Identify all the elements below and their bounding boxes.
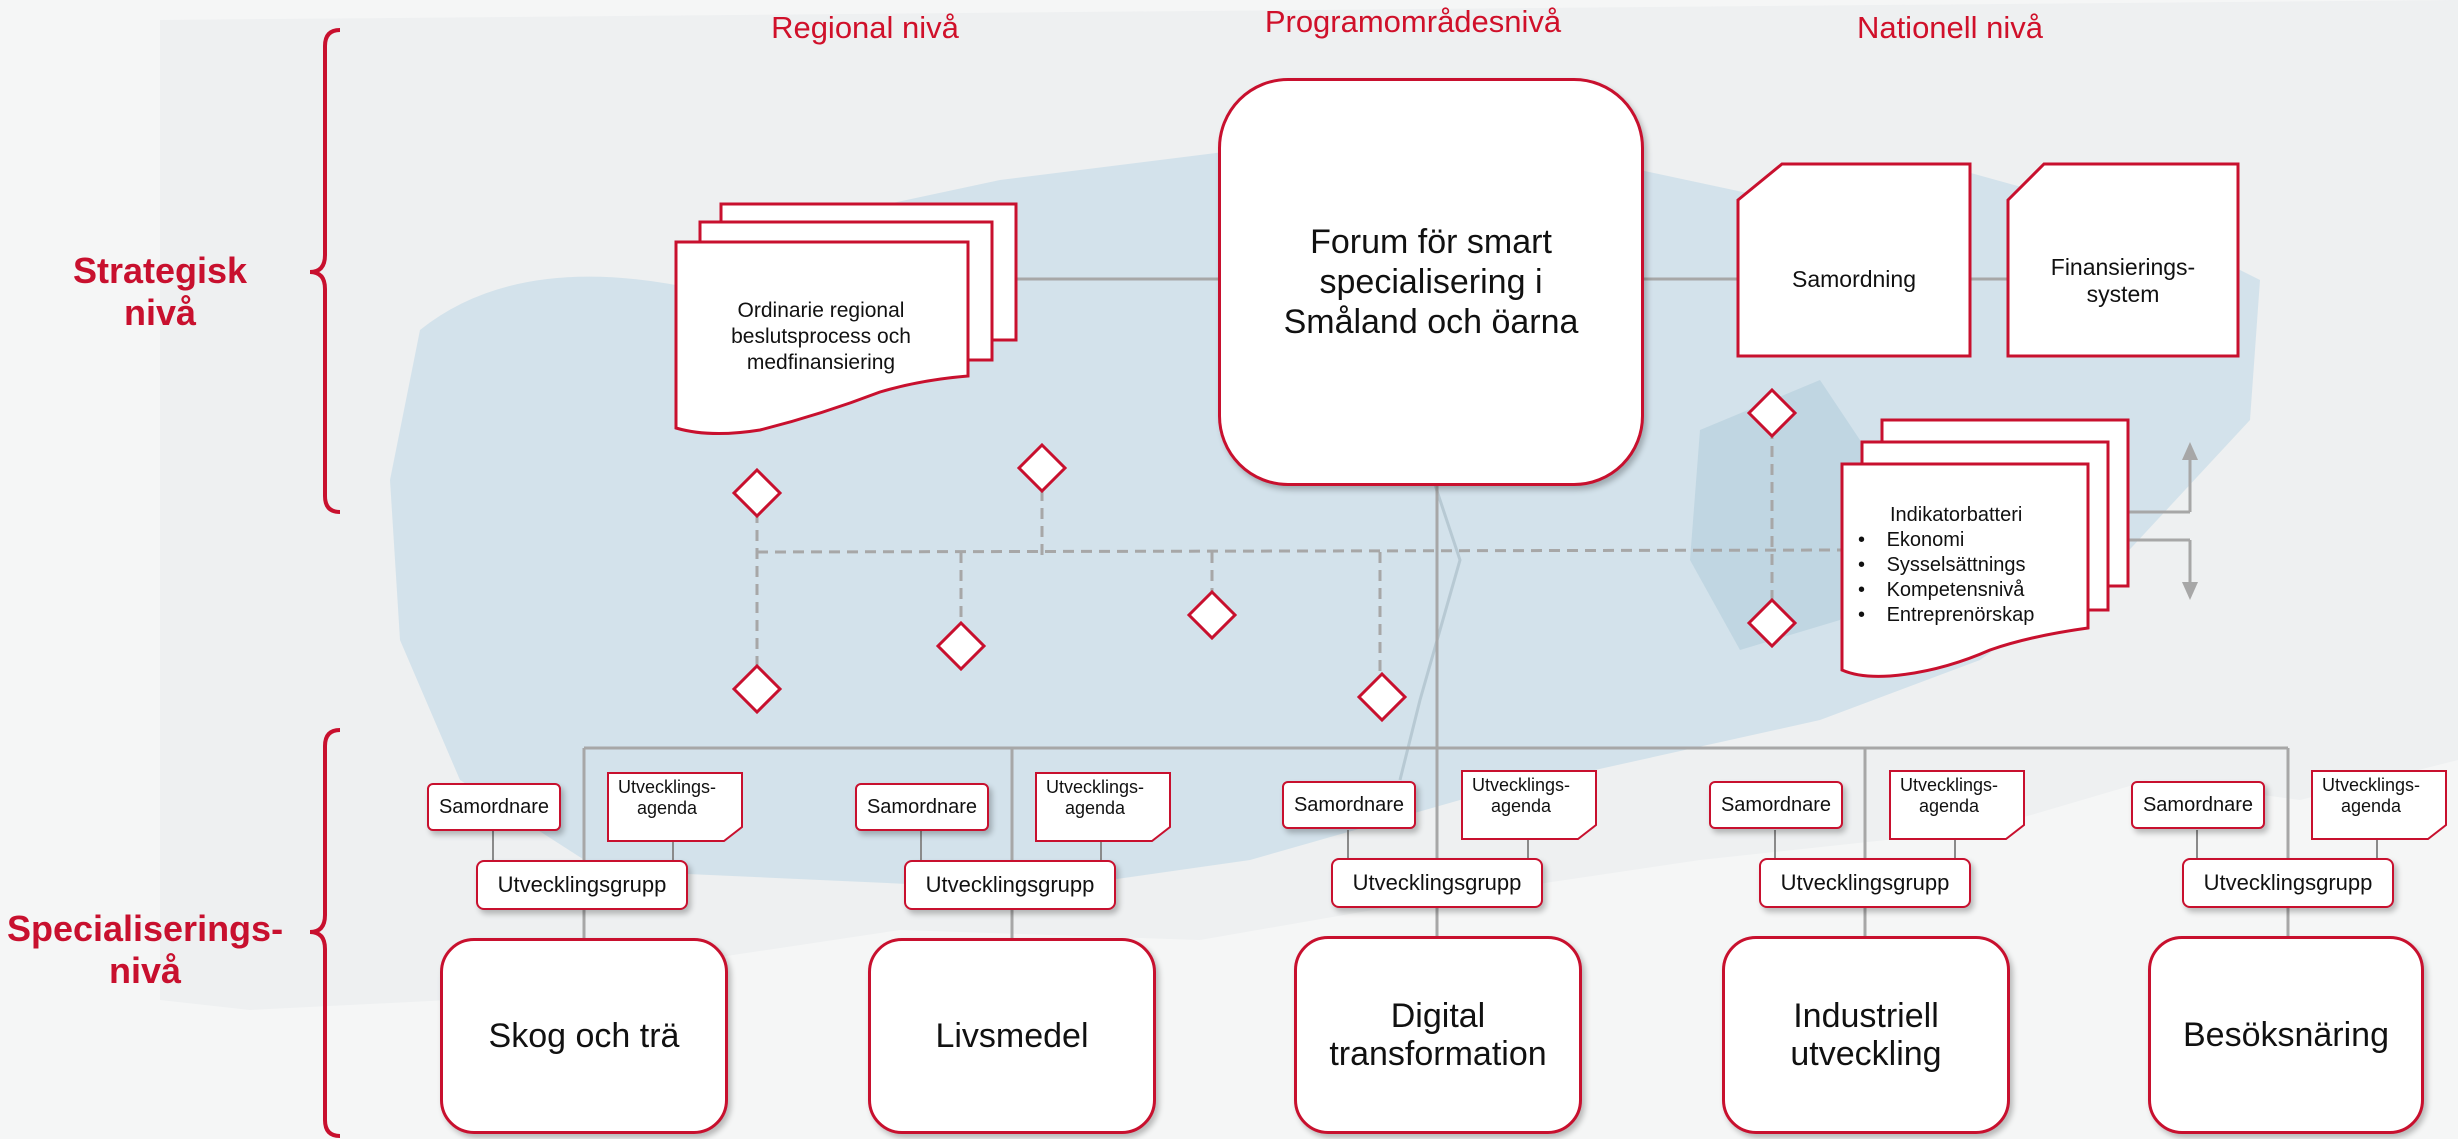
development-agenda-note: Utvecklings-agenda [2321, 775, 2421, 816]
area-box-skog-och-tra: Skog och trä [440, 938, 728, 1134]
development-group-box: Utvecklingsgrupp [2182, 858, 2394, 908]
header-national: Nationell nivå [1856, 10, 2044, 45]
strategic-bracket [309, 28, 341, 514]
development-agenda-note: Utvecklings-agenda [1045, 777, 1145, 818]
specialization-bracket [309, 728, 341, 1138]
coordinator-box: Samordnare [427, 783, 561, 831]
dashed-connectors [755, 428, 1843, 682]
coordinator-box: Samordnare [855, 783, 989, 831]
header-regional: Regional nivå [771, 10, 959, 45]
specialization-level-label: Specialiserings- nivå [6, 908, 284, 991]
indicator-battery: Indikatorbatteri • Ekonomi • Sysselsättn… [1858, 503, 2088, 628]
decision-diamonds [731, 387, 1798, 723]
area-box-besoksnaring: Besöksnäring [2148, 936, 2424, 1134]
regional-document-stack [674, 202, 1018, 436]
national-boxes [1736, 162, 2240, 358]
financing-shape [2006, 162, 2240, 358]
diamond-2 [731, 663, 783, 715]
coordinator-box: Samordnare [1282, 781, 1416, 829]
header-program: Programområdesnivå [1264, 4, 1562, 39]
coordinator-box: Samordnare [1709, 781, 1843, 829]
diamond-1 [731, 467, 783, 519]
coordinator-box: Samordnare [2131, 781, 2265, 829]
diamond-8 [1746, 597, 1798, 649]
samordning-text: Samordning [1791, 266, 1917, 292]
map-coast [1398, 469, 1462, 781]
development-agenda-note: Utvecklings-agenda [1471, 775, 1571, 816]
regional-decision-process-text: Ordinarie regional beslutsprocess och me… [731, 299, 911, 374]
strategic-level-label: Strategisk nivå [72, 250, 248, 333]
development-agenda-note: Utvecklings-agenda [1899, 775, 1999, 816]
diamond-6 [1356, 671, 1408, 723]
development-group-box: Utvecklingsgrupp [1759, 858, 1971, 908]
area-box-livsmedel: Livsmedel [868, 938, 1156, 1134]
indicator-item: • Kompetensnivå [1858, 579, 2025, 601]
financing-system-text: Finansierings- system [2050, 254, 2196, 307]
development-group-box: Utvecklingsgrupp [1331, 858, 1543, 908]
development-group-box: Utvecklingsgrupp [476, 860, 688, 910]
group-links [492, 830, 2378, 860]
forum-box: Forum för smart specialisering i Småland… [1218, 78, 1644, 486]
diamond-7 [1746, 387, 1798, 439]
indicator-item: • Sysselsättnings [1858, 554, 2026, 576]
diamond-4 [935, 620, 987, 672]
diamond-5 [1186, 589, 1238, 641]
development-agenda-note: Utvecklings-agenda [617, 777, 717, 818]
diamond-3 [1016, 442, 1068, 494]
indicator-item: • Entreprenörskap [1858, 604, 2035, 626]
indicator-title: Indikatorbatteri [1890, 504, 2023, 526]
development-group-box: Utvecklingsgrupp [904, 860, 1116, 910]
arrowheads [2182, 442, 2198, 600]
level-brackets [309, 28, 341, 1138]
agenda-notes [607, 770, 2447, 842]
samordning-shape [1736, 162, 1972, 358]
map-region-east [1690, 380, 1880, 650]
indicator-document-stack [1840, 418, 2130, 678]
indicator-item: • Ekonomi [1858, 529, 1965, 551]
